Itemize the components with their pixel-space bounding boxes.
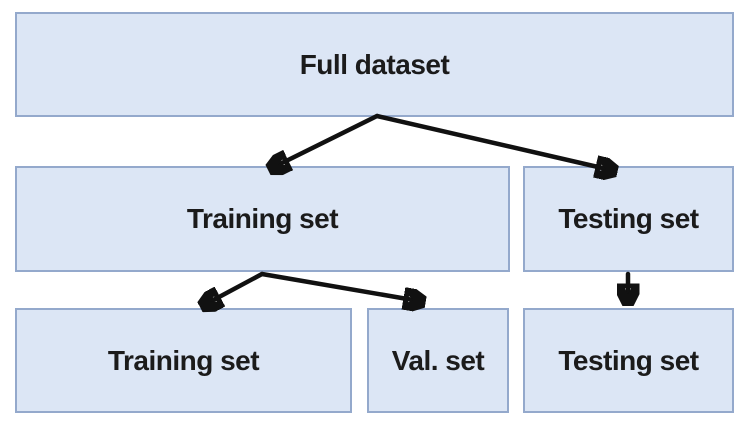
arrow-training-to-validation: [259, 271, 419, 301]
node-validation-set: Val. set: [367, 308, 509, 413]
arrow-full-to-training: [274, 113, 380, 167]
node-full-dataset: Full dataset: [15, 12, 734, 117]
arrow-training-to-training-subset: [206, 271, 265, 304]
node-training-set: Training set: [15, 166, 510, 272]
node-testing-subset: Testing set: [523, 308, 734, 413]
node-training-subset: Training set: [15, 308, 352, 413]
node-testing-set: Testing set: [523, 166, 734, 272]
arrow-full-to-testing: [374, 113, 611, 170]
